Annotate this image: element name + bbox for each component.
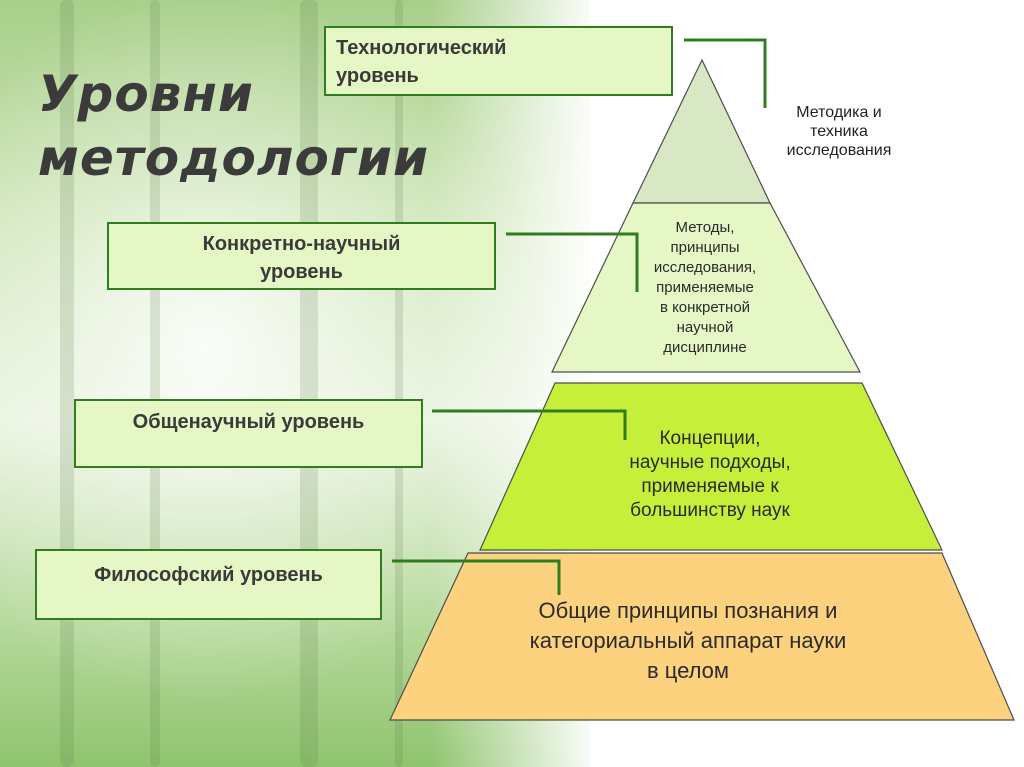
description-line: в целом	[646, 658, 730, 683]
level-description-technological: Методика и техника исследования	[764, 103, 914, 160]
description-line: научной	[676, 319, 734, 336]
level-label-line: Философский уровень	[94, 564, 323, 586]
description-line: Методы,	[675, 219, 735, 236]
level-label-line: уровень	[336, 65, 419, 87]
description-line: Методика и	[796, 104, 882, 121]
tree-trunk	[150, 0, 160, 767]
level-label-line: Общенаучный уровень	[132, 411, 365, 433]
description-line: категориальный аппарат науки	[529, 628, 847, 653]
description-line: дисциплине	[663, 339, 747, 356]
pyramid-tier-philosophical	[389, 552, 1015, 721]
tree-trunk	[395, 0, 403, 767]
title-line-2: методологии	[38, 129, 430, 187]
level-label-concrete-scientific: Конкретно-научный уровень	[107, 222, 496, 290]
level-label-line: Конкретно-научный	[202, 233, 401, 255]
description-line: применяемые	[656, 279, 754, 296]
connector-line-concrete-scientific	[506, 232, 639, 292]
description-line: исследования,	[653, 259, 757, 276]
description-line: научные подходы,	[629, 452, 791, 473]
level-description-general-scientific: Концепции, научные подходы, применяемые …	[600, 427, 820, 523]
pyramid-tier-concrete-scientific	[551, 202, 861, 373]
level-label-line: уровень	[260, 261, 343, 283]
level-description-concrete-scientific: Методы, принципы исследования, применяем…	[625, 218, 785, 358]
level-label-general-scientific: Общенаучный уровень	[74, 399, 423, 468]
page-title: Уровни методологии	[38, 62, 429, 190]
description-line: Общие принципы познания и	[538, 598, 838, 623]
connector-line-philosophical	[392, 559, 561, 595]
description-line: большинству наук	[630, 500, 790, 521]
connector-line-technological	[684, 38, 767, 108]
description-line: техника	[810, 123, 868, 140]
level-description-philosophical: Общие принципы познания и категориальный…	[478, 596, 898, 686]
description-line: исследования	[786, 142, 892, 159]
title-line-1: Уровни	[38, 65, 254, 123]
description-line: применяемые к	[641, 476, 779, 497]
level-label-technological: Технологический уровень	[324, 26, 673, 96]
level-label-line: Технологический	[336, 37, 507, 59]
connector-line-general-scientific	[432, 409, 627, 440]
pyramid-tier-general-scientific	[479, 382, 943, 551]
level-label-philosophical: Философский уровень	[35, 549, 382, 620]
description-line: в конкретной	[659, 299, 751, 316]
description-line: принципы	[670, 239, 740, 256]
description-line: Концепции,	[659, 428, 761, 449]
